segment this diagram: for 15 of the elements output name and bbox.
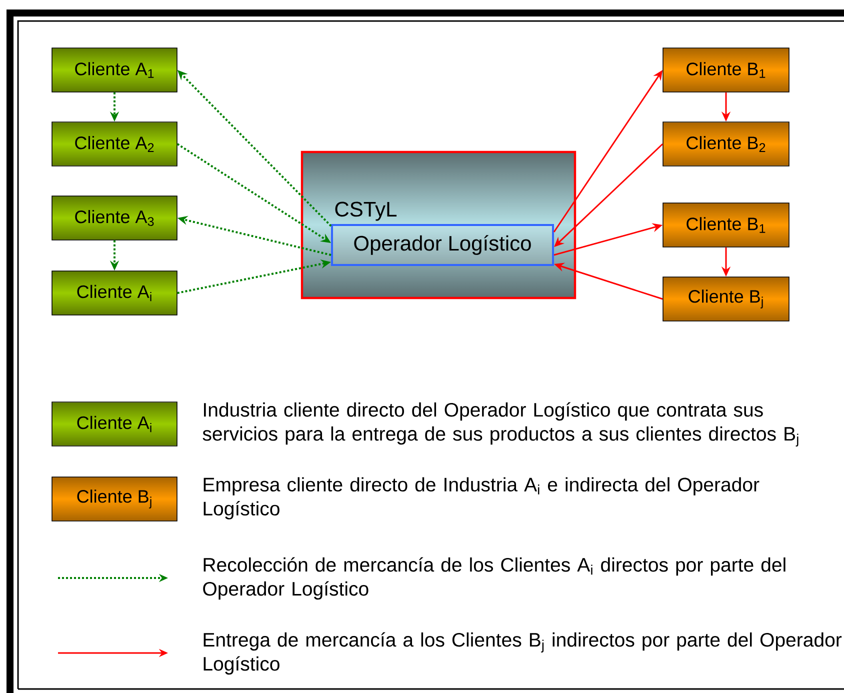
client-box: Cliente A$_{2}$ (52, 122, 178, 166)
legend-text: Entrega de mercancía a los Clientes B$_{j}$ indirectos por parte del Operador Logístico (204, 632, 842, 675)
client-box: Cliente B$_{1}$ (662, 202, 790, 248)
legend-text: Industria cliente directo del Operador Logístico que contrata sus servicios para la entrega de sus productos a sus clientes directos B$_{j}$ (202, 402, 798, 446)
legend-text: Empresa cliente directo de Industria A$_{i}$ e indirecta del Operador Logístico (204, 477, 760, 520)
client-box: Cliente B$_{j}$ (52, 476, 178, 522)
legend-text: Recolección de mercancía de los Clientes A$_{i}$ directos por parte del Operador Logístico (203, 557, 786, 600)
client-box: Cliente B$_{j}$ (662, 276, 790, 322)
client-box: Cliente A$_{i}$ (52, 402, 178, 446)
client-box: Cliente A$_{i}$ (52, 270, 178, 316)
client-box: Cliente B$_{1}$ (662, 48, 790, 92)
client-box: Cliente A$_{3}$ (52, 196, 178, 240)
client-box: Cliente B$_{2}$ (662, 122, 790, 166)
operator-box: Operador Logístico (331, 224, 554, 266)
client-box: Cliente A$_{1}$ (52, 48, 178, 92)
